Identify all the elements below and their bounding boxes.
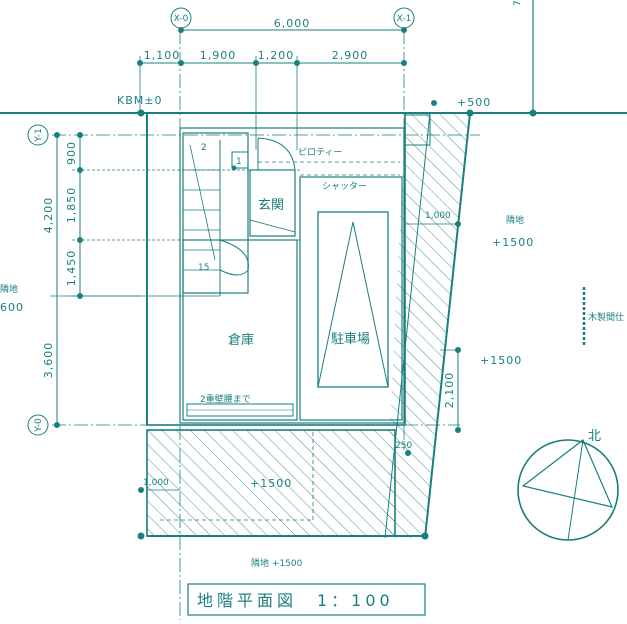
dim-top-1900: 1,900 xyxy=(200,49,237,62)
dim-1000-bottom: 1,000 xyxy=(143,478,169,488)
dim-top-1100: 1,100 xyxy=(144,49,181,62)
level-plus500: +500 xyxy=(457,96,491,109)
level-left-cut: 600 xyxy=(0,301,24,314)
north-label: 北 xyxy=(588,429,601,444)
level-kbm: KBM±0 xyxy=(117,94,162,107)
outer-wall xyxy=(146,112,406,426)
stair-mark-one: 1 xyxy=(236,157,242,167)
dim-250: 250 xyxy=(395,441,412,451)
drawing-title: 地階平面図 1：100 xyxy=(197,591,394,610)
room-parking: 駐車場 xyxy=(331,332,370,347)
edge-mark-top: 7 xyxy=(513,0,523,6)
level-land-bottom: 隣地 +1500 xyxy=(251,557,303,569)
dim-2100: 2,100 xyxy=(443,372,456,409)
dim-left-1850: 1,850 xyxy=(65,187,78,224)
grid-label-x0: X-0 xyxy=(174,14,189,24)
level-land-left: 隣地 xyxy=(0,283,18,295)
stair xyxy=(182,132,249,294)
dim-left-4200: 4,200 xyxy=(42,197,55,234)
stair-mark-top: 2 xyxy=(201,143,207,153)
north-compass xyxy=(517,439,619,541)
parking-room xyxy=(299,176,403,421)
dim-top-overall: 6,000 xyxy=(274,17,311,30)
entrance-room xyxy=(249,169,296,237)
fence-label: 木製間仕 xyxy=(588,311,624,323)
room-wall-note: 2重壁腰まで xyxy=(200,393,251,405)
title-box xyxy=(187,583,426,616)
dim-top-1200: 1,200 xyxy=(258,49,295,62)
dim-left-1450: 1,450 xyxy=(65,250,78,287)
room-storage: 倉庫 xyxy=(228,333,254,348)
level-plus1500-right-b: +1500 xyxy=(480,354,522,367)
level-plus1500-bottom: +1500 xyxy=(250,477,292,490)
dim-1000-right: 1,000 xyxy=(425,211,451,221)
hatched-slope-right xyxy=(385,113,470,538)
dim-left-900: 900 xyxy=(65,141,78,165)
dim-top-2900: 2,900 xyxy=(332,49,369,62)
grid-label-y1: Y-1 xyxy=(34,128,44,142)
dim-left-3600: 3,600 xyxy=(42,342,55,379)
car-outline xyxy=(317,211,389,388)
room-shutter: シャッター xyxy=(322,181,367,192)
room-piloti: ピロティー xyxy=(298,147,342,158)
stair-mark-bottom: 15 xyxy=(198,263,209,273)
storage-room xyxy=(182,239,298,421)
grid-label-x1: X-1 xyxy=(397,14,412,24)
room-entrance: 玄関 xyxy=(258,198,284,213)
level-land-right: 隣地 xyxy=(506,214,524,226)
grid-label-y0: Y-0 xyxy=(34,418,44,433)
level-plus1500-right-a: +1500 xyxy=(492,236,534,249)
hatched-area-bottom xyxy=(147,430,395,536)
